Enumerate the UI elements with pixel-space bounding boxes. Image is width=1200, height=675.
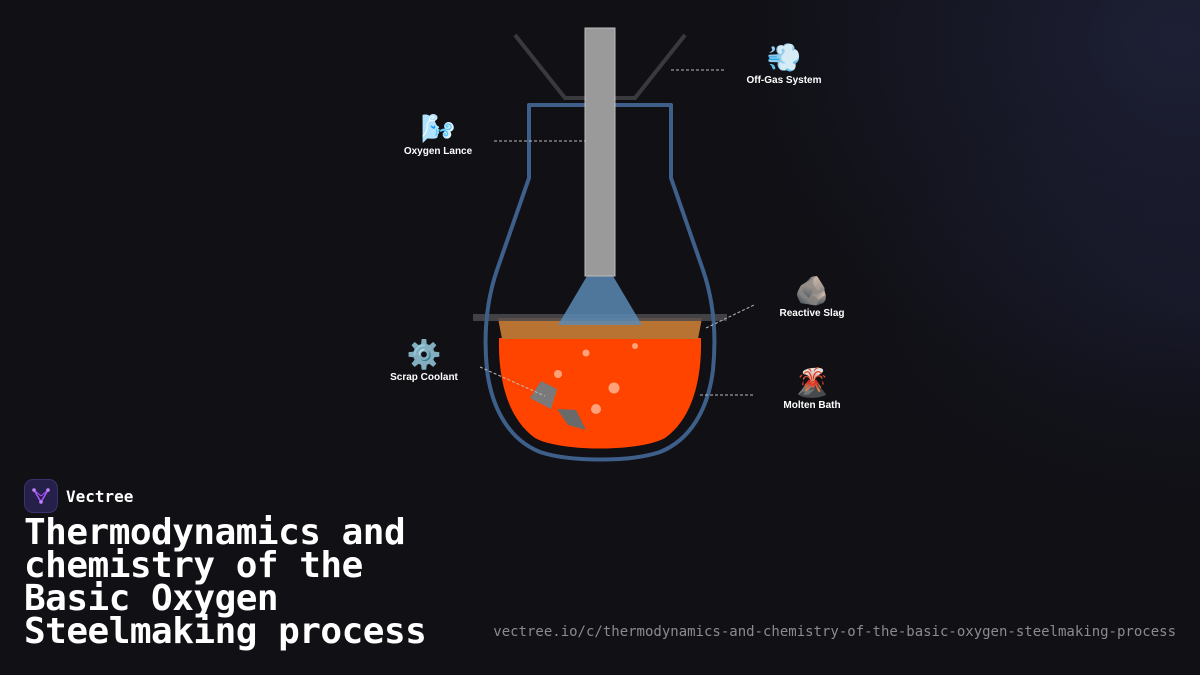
rock-icon: 🪨 — [794, 275, 830, 306]
oxygen-lance-label: 🌬️ Oxygen Lance — [368, 113, 508, 157]
converter-vessel — [483, 103, 717, 462]
oxygen-jet — [558, 276, 642, 325]
gear-icon: ⚙️ — [406, 339, 442, 370]
leader-reactive-slag — [705, 304, 755, 329]
dash-wind-icon: 💨 — [766, 42, 802, 73]
bubble — [591, 404, 601, 414]
molten-bath-label-text: Molten Bath — [783, 400, 841, 411]
scrap-coolant-label-text: Scrap Coolant — [390, 372, 458, 383]
molten-bath-label: 🌋 Molten Bath — [742, 367, 882, 411]
bubble — [632, 343, 638, 349]
bubble — [582, 349, 590, 357]
slag-layer — [498, 318, 702, 339]
reactive-slag-label: 🪨 Reactive Slag — [742, 275, 882, 319]
volcano-icon: 🌋 — [794, 367, 830, 398]
vectree-logo-icon — [24, 479, 58, 513]
scrap-coolant-label: ⚙️ Scrap Coolant — [354, 339, 494, 383]
brand[interactable]: Vectree — [24, 479, 133, 513]
molten-bath — [498, 338, 702, 449]
brand-name: Vectree — [66, 486, 134, 506]
vectree-logo-glyph — [32, 488, 50, 504]
wind-face-icon: 🌬️ — [420, 113, 456, 144]
off-gas-label-text: Off-Gas System — [746, 75, 822, 86]
leader-lines — [479, 69, 755, 397]
bubble — [554, 370, 562, 378]
oxygen-lance — [584, 27, 616, 277]
scrap-piece — [557, 409, 586, 430]
scrap-piece — [530, 381, 557, 409]
leader-scrap-coolant — [479, 366, 546, 397]
reactive-slag-label-text: Reactive Slag — [779, 308, 845, 319]
bubble — [608, 382, 620, 394]
page-title: Thermodynamics and chemistry of the Basi… — [24, 512, 427, 652]
gas-bubbles — [554, 343, 638, 414]
off-gas-label: 💨 Off-Gas System — [714, 42, 854, 86]
page-url[interactable]: vectree.io/c/thermodynamics-and-chemistr… — [493, 624, 1176, 640]
oxygen-lance-label-text: Oxygen Lance — [403, 146, 473, 157]
